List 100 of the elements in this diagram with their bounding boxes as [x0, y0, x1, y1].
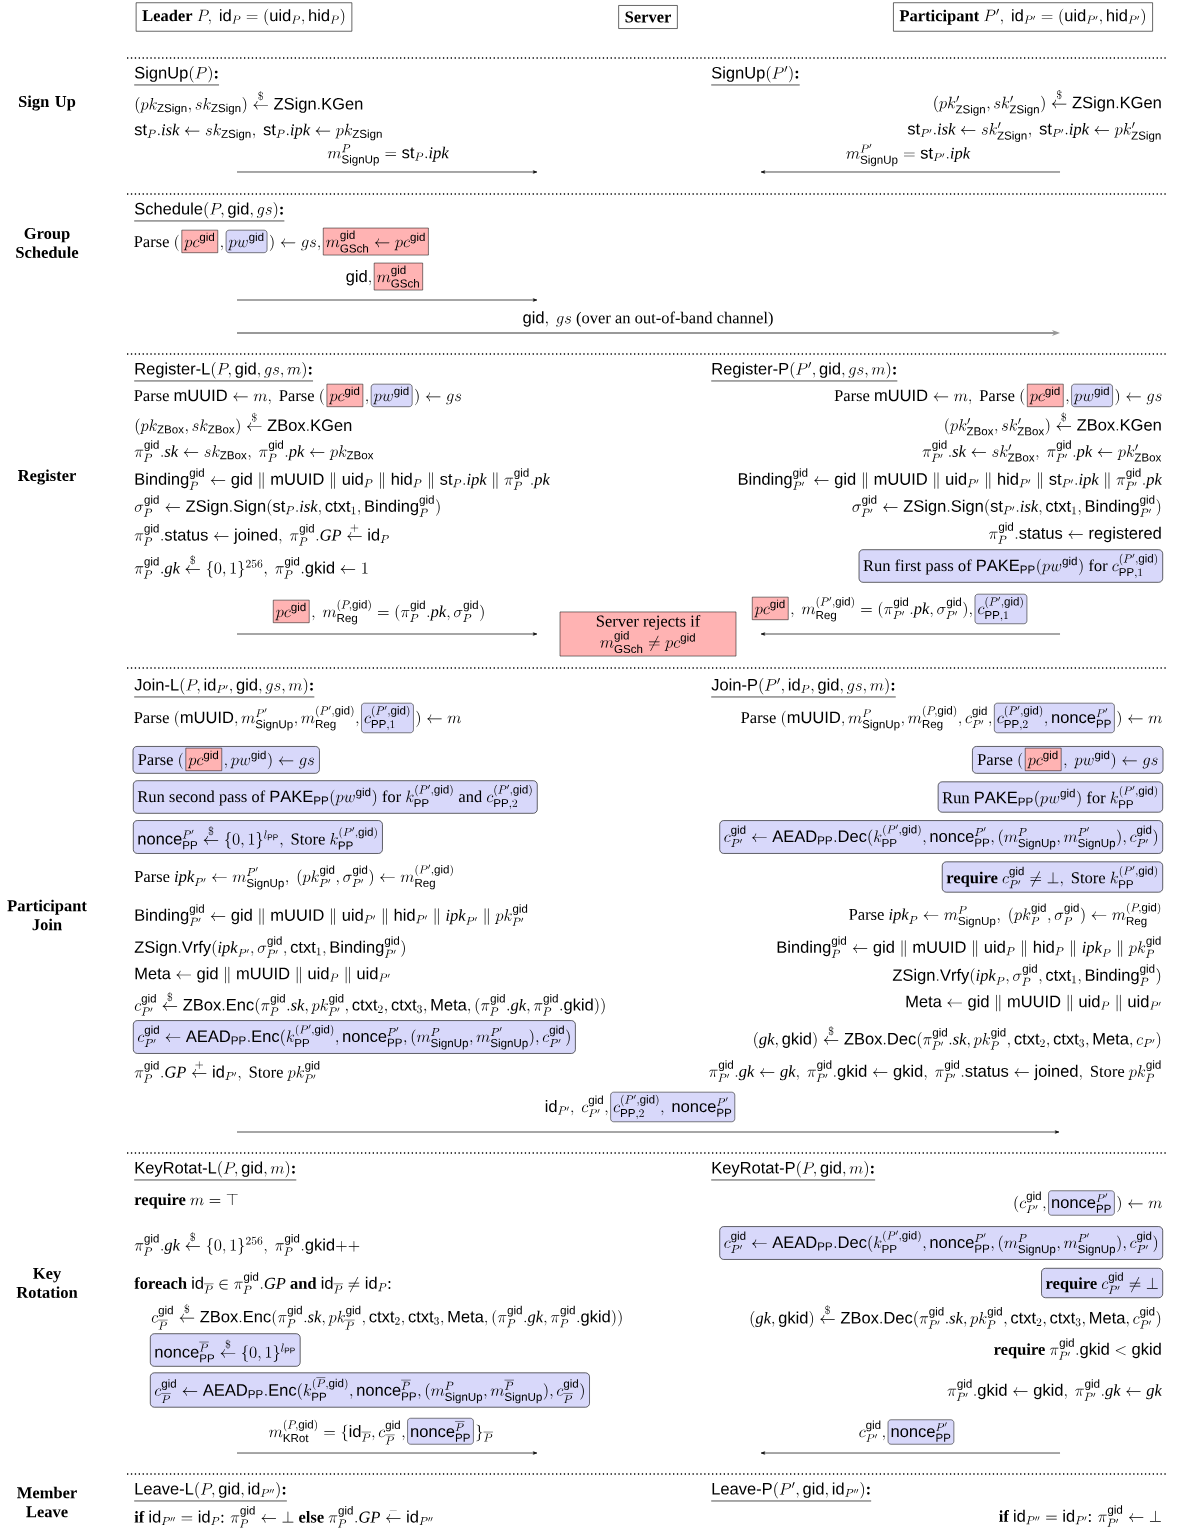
pseudocode-line: $,$ — [366, 399, 368, 405]
section-label: Key Rotation — [16, 1268, 78, 1298]
pseudocode-line: $) \leftarrow gs,$ — [269, 234, 320, 252]
highlight-box: $m^{\mathsf{gid}}_{\mathsf{GSch}}$ — [373, 262, 423, 291]
highlight-box: $pc^{\mathsf{gid}}$ — [1025, 747, 1062, 771]
highlight-box: $pc^{\mathsf{gid}}$ — [273, 599, 310, 623]
highlighted-step-box: $c^{\mathsf{gid}}_{P'} \leftarrow \mathsf{AEAD}_{\mathsf{PP}}.\mathsf{Enc}(k^{(P',\mathsf{gid})}_{\mathsf{PP}}, \mathsf{nonce}^{P'}_{\mathsf{PP}}, (m^P_{\mathsf{SignUp}}, m^{P'}_{\mathsf{SignUp}}), c^{\mathsf{gid}}_{P'})$ — [133, 1020, 576, 1054]
pseudocode-line: $\textbf{if } \mathsf{id}_{P''} = \mathsf{id}_P\text{: } \pi^{\mathsf{gid}}_P \leftarrow \bot \textbf{ else } \pi^{\mathsf{gid}}_P.\mathit{GP} \stackrel{-}{\leftarrow} \mathsf{id}_{P''}$ — [134, 1506, 433, 1528]
pseudocode-line: $\mathsf{st}_P.\mathit{isk} \leftarrow sk_{\mathsf{ZSign}},\ \mathsf{st}_P.\mathit{ipk} \leftarrow pk_{\mathsf{ZSign}}$ — [134, 123, 382, 141]
message-label: $m^{P'}_{\mathsf{SignUp}} = \mathsf{st}_{P'}.\mathit{ipk}$ — [846, 143, 971, 167]
pseudocode-line: $(pk'_{\mathsf{ZBox}}, sk'_{\mathsf{ZBox}}) \stackrel{\$}{\leftarrow} \mathsf{ZBox.KGen}$ — [945, 412, 1161, 436]
pseudocode-line: $(\mathit{gk}, \mathsf{gkid}) \stackrel{\$}{\leftarrow} \mathsf{ZBox.Dec}(\pi^{\mathsf{gid}}_{P'}.\mathit{sk}, pk^{\mathsf{gid}}_P, \mathsf{ctxt}_2, \mathsf{ctxt}_3, \mathsf{Meta}, c^{\mathsf{gid}}_{P'})$ — [750, 1305, 1161, 1329]
section-label: Group Schedule — [16, 227, 79, 259]
section-label: Participant Join — [7, 899, 87, 931]
procedure-heading: $\textsf{Register-L}(P, \mathsf{gid}, gs, m)\textbf{:}$ — [133, 362, 314, 382]
highlighted-step-box: $\text{Parse}\ ($ $pc^{\mathsf{gid}}$ $,\ pw^{\mathsf{gid}}) \leftarrow gs$ — [972, 746, 1164, 774]
message-label: $\mathsf{gid},$ — [346, 270, 371, 286]
party-box: $\textbf{Participant }P',\ \mathsf{id}_{P'} = (\mathsf{uid}_{P'}, \mathsf{hid}_{P'})$ — [893, 2, 1153, 32]
pseudocode-line: $\pi^{\mathsf{gid}}_{P'}.\mathit{gk} \leftarrow \mathit{gk},\ \pi^{\mathsf{gid}}_{P'}.\mathsf{gkid} \leftarrow \mathsf{gkid},\ \pi^{\mathsf{gid}}_{P'}.\mathsf{status} \leftarrow \mathsf{joined},\ \text{Store } pk^{\mathsf{gid}}_P$ — [709, 1060, 1161, 1082]
highlight-box: $pc^{\mathsf{gid}}$ — [752, 596, 789, 620]
procedure-heading: $\textsf{Join-P}(P', \mathsf{id}_P, \mathsf{gid}, gs, m)\textbf{:}$ — [710, 678, 897, 698]
pseudocode-line: $\mathsf{Binding}^{\mathsf{gid}}_{P'} \leftarrow \mathsf{gid} \parallel \mathsf{mUUID} \parallel \mathsf{uid}_{P'} \parallel \mathsf{hid}_{P'} \parallel \mathit{ipk}_{P'} \parallel pk^{\mathsf{gid}}_{P'}$ — [135, 904, 528, 926]
pseudocode-line: $\textbf{require } \pi^{\mathsf{gid}}_{P'}.\mathsf{gkid} < \mathsf{gkid}$ — [994, 1338, 1161, 1360]
highlight-box: $pw^{\mathsf{gid}}$ — [370, 383, 413, 407]
pseudocode-line: $(pk'_{\mathsf{ZSign}}, sk'_{\mathsf{ZSign}}) \stackrel{\$}{\leftarrow} \mathsf{ZSign.KGen}$ — [934, 90, 1161, 116]
highlighted-step-box: $\text{Parse }($ $pc^{\mathsf{gid}}$ $, pw^{\mathsf{gid}}) \leftarrow gs$ — [132, 746, 320, 774]
procedure-heading: $\textsf{Join-L}(P, \mathsf{id}_{P'}, \mathsf{gid}, gs, m)\textbf{:}$ — [133, 678, 315, 698]
highlight-box: $pc^{\mathsf{gid}}$ — [1027, 383, 1064, 407]
highlight-box: $c^{(P',\mathsf{gid})}_{\mathsf{PP},2},\ \mathsf{nonce}^{P'}_{\mathsf{PP}}$ — [610, 1091, 736, 1123]
highlighted-step-box: $c^{\mathsf{gid}}_{\overline{P}} \leftarrow \mathsf{AEAD}_{\mathsf{PP}}.\mathsf{Enc}(k^{(\overline{P},\mathsf{gid})}_{\mathsf{PP}}, \mathsf{nonce}^{\overline{P}}_{\mathsf{PP}}, (m^P_{\mathsf{SignUp}}, m^{\overline{P}}_{\mathsf{SignUp}}), c^{\mathsf{gid}}_{\overline{P}})$ — [150, 1372, 590, 1408]
highlight-box: $c^{(P',\mathsf{gid})}_{\mathsf{PP},1}$ — [974, 593, 1028, 625]
pseudocode-line: $(\mathit{gk}, \mathsf{gkid}) \stackrel{\$}{\leftarrow} \mathsf{ZBox.Dec}(\pi^{\mathsf{gid}}_{P'}.\mathit{sk}, pk^{\mathsf{gid}}_P, \mathsf{ctxt}_2, \mathsf{ctxt}_3, \mathsf{Meta}, c_{P'})$ — [754, 1026, 1161, 1050]
highlighted-step-box: $\text{Run second pass of } \mathsf{PAKE}_{\mathsf{PP}}(pw^{\mathsf{gid}}) \text{ for } k^{(P',\mathsf{gid})}_{\mathsf{PP}} \text{ and } c^{(P',\mathsf{gid})}_{\mathsf{PP},2}$ — [133, 780, 538, 814]
pseudocode-line: $\sigma^{\mathsf{gid}}_{P'} \leftarrow \mathsf{ZSign.Sign}(\mathsf{st}_{P'}.\mathit{isk}, \mathsf{ctxt}_1, \mathsf{Binding}^{\mathsf{gid}}_{P'})$ — [852, 495, 1161, 517]
pseudocode-line: $\text{Parse } (\mathsf{mUUID}, m^P_{\mathsf{SignUp}}, m^{(P,\mathsf{gid})}_{\mathsf{Reg}}, c^{\mathsf{gid}}_{P'},$ — [741, 705, 992, 731]
pseudocode-line: $\pi^{\mathsf{gid}}_P.\mathsf{status} \leftarrow \mathsf{joined},\ \pi^{\mathsf{gid}}_P.\mathit{GP} \stackrel{+}{\leftarrow} \mathsf{id}_P$ — [134, 524, 389, 546]
highlight-box: $m^{\mathsf{gid}}_{\mathsf{GSch}} \leftarrow pc^{\mathsf{gid}}$ — [323, 227, 429, 256]
procedure-heading: $\textsf{Leave-P}(P', \mathsf{gid}, \mathsf{id}_{P''})\textbf{:}$ — [710, 1482, 872, 1502]
highlight-box: $c^{(P',\mathsf{gid})}_{\mathsf{PP},2}, \mathsf{nonce}^{P'}_{\mathsf{PP}}$ — [994, 702, 1115, 734]
server-check-box: Server rejects if $m^{\mathsf{gid}}_{\mathsf{GSch}} \neq pc^{\mathsf{gid}}$ — [559, 611, 737, 657]
pseudocode-line: $\mathsf{Meta} \leftarrow \mathsf{gid} \parallel \mathsf{mUUID} \parallel \mathsf{uid}_P \parallel \mathsf{uid}_{P'}$ — [135, 966, 390, 984]
pseudocode-line: $\text{Parse } \mathsf{mUUID} \leftarrow m,\ \text{Parse } ($ — [134, 388, 325, 406]
highlighted-step-box: $\text{Run } \mathsf{PAKE}_{\mathsf{PP}}(pw^{\mathsf{gid}}) \text{ for } k^{(P',\mathsf{gid})}_{\mathsf{PP}}$ — [937, 781, 1163, 813]
pseudocode-line: $\pi^{\mathsf{gid}}_{P'}.\mathit{sk} \leftarrow sk'_{\mathsf{ZBox}},\ \pi^{\mathsf{gid}}_{P'}.\mathit{pk} \leftarrow pk'_{\mathsf{ZBox}}$ — [922, 440, 1162, 462]
pseudocode-line: $\mathsf{st}_{P'}.\mathit{isk} \leftarrow sk'_{\mathsf{ZSign}},\ \mathsf{st}_{P'}.\mathit{ipk} \leftarrow pk'_{\mathsf{ZSign}}$ — [907, 122, 1161, 142]
pseudocode-line: $\text{Parse } (\mathsf{mUUID}, m^{P'}_{\mathsf{SignUp}}, m^{(P',\mathsf{gid})}_{\mathsf{Reg}},$ — [134, 705, 359, 731]
pseudocode-line: $\textbf{foreach } \mathsf{id}_{\overline{P}} \in \pi^{\mathsf{gid}}_P.\mathit{GP} \textbf{ and } \mathsf{id}_{\overline{P}} \neq \mathsf{id}_P\text{:}$ — [134, 1272, 391, 1294]
highlight-box: $pc^{\mathsf{gid}}$ — [181, 229, 219, 253]
pseudocode-line: $,$ — [221, 245, 223, 251]
pseudocode-line: $\pi^{\mathsf{gid}}_P.\mathit{sk} \leftarrow sk_{\mathsf{ZBox}},\ \pi^{\mathsf{gid}}_P.\mathit{pk} \leftarrow pk_{\mathsf{ZBox}}$ — [134, 440, 374, 462]
procedure-heading: $\textsf{KeyRotat-P}(P, \mathsf{gid}, m)\textbf{:}$ — [710, 1161, 876, 1181]
pseudocode-line: $,$ — [1066, 399, 1069, 405]
highlight-box: $\mathsf{nonce}^{P'}_{\mathsf{PP}}$ — [887, 1419, 955, 1445]
highlight-box: $pw^{\mathsf{gid}}$ — [225, 229, 268, 253]
pseudocode-line: $\text{Parse } \mathsf{mUUID} \leftarrow m,\ \text{Parse } ($ — [834, 388, 1025, 406]
message-label: $\mathsf{gid},\ gs\ \text{(over an out-of-band channel)}$ — [523, 311, 773, 327]
highlighted-step-box: $\text{Run first pass of } \mathsf{PAKE}_{\mathsf{PP}}(pw^{\mathsf{gid}}) \text{ for } c^{(P',\mathsf{gid})}_{\mathsf{PP},1}$ — [858, 549, 1163, 583]
highlight-box: $pc^{\mathsf{gid}}$ — [185, 747, 222, 771]
procedure-heading: $\textsf{KeyRotat-L}(P, \mathsf{gid}, m)\textbf{:}$ — [133, 1161, 297, 1181]
pseudocode-line: $\mathsf{Binding}^{\mathsf{gid}}_P \leftarrow \mathsf{gid} \parallel \mathsf{mUUID} \parallel \mathsf{uid}_P \parallel \mathsf{hid}_P \parallel \mathit{ipk}_P \parallel pk^{\mathsf{gid}}_P$ — [777, 936, 1161, 958]
pseudocode-line: $\mathsf{ZSign.Vrfy}(\mathit{ipk}_P, \sigma^{\mathsf{gid}}_P, \mathsf{ctxt}_1, \mathsf{Binding}^{\mathsf{gid}}_P)$ — [892, 964, 1161, 986]
pseudocode-line: $(pk_{\mathsf{ZSign}}, sk_{\mathsf{ZSign}}) \stackrel{\$}{\leftarrow} \mathsf{ZSign.KGen}$ — [135, 91, 363, 115]
pseudocode-line: $\pi^{\mathsf{gid}}_P.\mathit{gk} \stackrel{\$}{\leftarrow} \{0,1\}^{256},\ \pi^{\mathsf{gid}}_P.\mathsf{gkid}{+}{+}$ — [134, 1232, 360, 1256]
pseudocode-line: $\text{Parse } \mathit{ipk}_P \leftarrow m^P_{\mathsf{SignUp}},\ (pk^{\mathsf{gid}}_P, \sigma^{\mathsf{gid}}_P) \leftarrow m^{(P,\mathsf{gid})}_{\mathsf{Reg}}$ — [849, 902, 1161, 928]
pseudocode-line: $\mathsf{Binding}^{\mathsf{gid}}_{P'} \leftarrow \mathsf{gid} \parallel \mathsf{mUUID} \parallel \mathsf{uid}_{P'} \parallel \mathsf{hid}_{P'} \parallel \mathsf{st}_{P'}.\mathit{ipk} \parallel \pi^{\mathsf{gid}}_{P'}.\mathit{pk}$ — [738, 468, 1163, 490]
pseudocode-line: $\textbf{if } \mathsf{id}_{P''} = \mathsf{id}_{P'}\text{: } \pi^{\mathsf{gid}}_{P'} \leftarrow \bot$ — [999, 1505, 1161, 1527]
highlighted-step-box: $\mathsf{nonce}^{\overline{P}}_{\mathsf{PP}} \stackrel{\$}{\leftarrow} \{0,1\}^{l_{\mathsf{PP}}}$ — [150, 1333, 301, 1367]
highlighted-step-box: $\textbf{require } c^{\mathsf{gid}}_{P'} \neq \bot$ — [1041, 1268, 1163, 1299]
section-label: Register — [17, 469, 76, 485]
pseudocode-line: $\pi^{\mathsf{gid}}_P.\mathit{gk} \stackrel{\$}{\leftarrow} \{0,1\}^{256},\ \pi^{\mathsf{gid}}_P.\mathsf{gkid} \leftarrow 1$ — [134, 555, 368, 579]
pseudocode-line: $\text{Parse } \mathit{ipk}_{P'} \leftarrow m^{P'}_{\mathsf{SignUp}},\ (pk^{\mathsf{gid}}_{P'}, \sigma^{\mathsf{gid}}_{P'}) \leftarrow m^{(P',\mathsf{gid})}_{\mathsf{Reg}}$ — [134, 864, 453, 890]
pseudocode-line: $\mathsf{ZSign.Vrfy}(\mathit{ipk}_{P'}, \sigma^{\mathsf{gid}}_{P'}, \mathsf{ctxt}_1, \mathsf{Binding}^{\mathsf{gid}}_{P'})$ — [134, 936, 405, 958]
message-label: $,\ m^{(P,\mathsf{gid})}_{\mathsf{Reg}} = (\pi^{\mathsf{gid}}_P.\mathit{pk}, \sigma^{\mathsf{gid}}_P)$ — [312, 599, 484, 625]
pseudocode-line: $\pi^{\mathsf{gid}}_{P'}.\mathsf{gkid} \leftarrow \mathsf{gkid},\ \pi^{\mathsf{gid}}_{P'}.\mathit{gk} \leftarrow \mathit{gk}$ — [947, 1379, 1163, 1401]
highlighted-step-box: $c^{\mathsf{gid}}_{P'} \leftarrow \mathsf{AEAD}_{\mathsf{PP}}.\mathsf{Dec}(k^{(P',\mathsf{gid})}_{\mathsf{PP}}, \mathsf{nonce}^{P'}_{\mathsf{PP}}, (m^P_{\mathsf{SignUp}}, m^{P'}_{\mathsf{SignUp}}), c^{\mathsf{gid}}_{P'})$ — [719, 820, 1163, 854]
party-box: $\textbf{Server}$ — [618, 5, 678, 29]
procedure-heading: $\textsf{SignUp}(P)\textbf{:}$ — [133, 66, 220, 86]
party-box: $\textbf{Leader }P,\ \mathsf{id}_P = (\mathsf{uid}_P, \mathsf{hid}_P)$ — [135, 2, 353, 32]
pseudocode-line: $(c^{\mathsf{gid}}_{P'},$ — [1014, 1191, 1046, 1213]
message-label: $\}_{\overline{P}}$ — [476, 1424, 494, 1442]
highlighted-step-box: $\mathsf{nonce}^{P'}_{\mathsf{PP}} \stackrel{\$}{\leftarrow} \{0,1\}^{l_{\mathsf{PP}}},\ \text{Store } k^{(P',\mathsf{gid})}_{\mathsf{PP}}$ — [133, 820, 383, 854]
highlight-box: $\mathsf{nonce}^{P'}_{\mathsf{PP}}$ — [1048, 1190, 1115, 1216]
message-label: $,\ m^{(P',\mathsf{gid})}_{\mathsf{Reg}} = (\pi^{\mathsf{gid}}_{P'}.\mathit{pk}, \sigma^{\mathsf{gid}}_{P'}),$ — [791, 596, 972, 622]
procedure-heading: $\textsf{Leave-L}(P, \mathsf{gid}, \mathsf{id}_{P''})\textbf{:}$ — [133, 1482, 288, 1502]
pseudocode-line: $) \leftarrow m$ — [1117, 1195, 1162, 1213]
highlighted-step-box: $c^{\mathsf{gid}}_{P'} \leftarrow \mathsf{AEAD}_{\mathsf{PP}}.\mathsf{Dec}(k^{(P',\mathsf{gid})}_{\mathsf{PP}}, \mathsf{nonce}^{P'}_{\mathsf{PP}}, (m^P_{\mathsf{SignUp}}, m^{P'}_{\mathsf{SignUp}}), c^{\mathsf{gid}}_{P'})$ — [719, 1226, 1163, 1260]
procedure-heading: $\textsf{Register-P}(P', \mathsf{gid}, gs, m)\textbf{:}$ — [710, 362, 898, 382]
pseudocode-line: $\sigma^{\mathsf{gid}}_P \leftarrow \mathsf{ZSign.Sign}(\mathsf{st}_P.\mathit{isk}, \mathsf{ctxt}_1, \mathsf{Binding}^{\mathsf{gid}}_P)$ — [134, 495, 440, 517]
highlight-box: $c^{(P',\mathsf{gid})}_{\mathsf{PP},1}$ — [361, 702, 414, 734]
pseudocode-line: $c^{\mathsf{gid}}_{\overline{P}} \stackrel{\$}{\leftarrow} \mathsf{ZBox.Enc}(\pi^{\mathsf{gid}}_P.\mathit{sk}, pk^{\mathsf{gid}}_{\overline{P}}, \mathsf{ctxt}_2, \mathsf{ctxt}_3, \mathsf{Meta}, (\pi^{\mathsf{gid}}_P.\mathit{gk}, \pi^{\mathsf{gid}}_P.\mathsf{gkid}))$ — [151, 1304, 622, 1330]
section-label: Member Leave — [17, 1486, 77, 1518]
pseudocode-line: $\mathsf{Binding}^{\mathsf{gid}}_P \leftarrow \mathsf{gid} \parallel \mathsf{mUUID} \parallel \mathsf{uid}_P \parallel \mathsf{hid}_P \parallel \mathsf{st}_P.\mathit{ipk} \parallel \pi^{\mathsf{gid}}_P.\mathit{pk}$ — [135, 468, 551, 490]
highlighted-step-box: $\textbf{require } c^{\mathsf{gid}}_{P'} \neq \bot,\ \text{Store } k^{(P',\mathsf{gid})}_{\mathsf{PP}}$ — [941, 861, 1163, 893]
highlight-box: $pc^{\mathsf{gid}}$ — [326, 383, 364, 407]
procedure-heading: $\textsf{Schedule}(P, \mathsf{gid}, gs)\textbf{:}$ — [133, 202, 285, 222]
pseudocode-line: $\textbf{require } m = \top$ — [134, 1193, 238, 1209]
pseudocode-line: $\mathsf{Meta} \leftarrow \mathsf{gid} \parallel \mathsf{mUUID} \parallel \mathsf{uid}_P \parallel \mathsf{uid}_{P'}$ — [906, 994, 1161, 1012]
message-label: $m^P_{\mathsf{SignUp}} = \mathsf{st}_P.\mathit{ipk}$ — [327, 144, 449, 166]
procedure-heading: $\textsf{SignUp}(P')\textbf{:}$ — [710, 66, 801, 86]
highlight-box: $\mathsf{nonce}^{\overline{P}}_{\mathsf{PP}}$ — [407, 1418, 474, 1445]
